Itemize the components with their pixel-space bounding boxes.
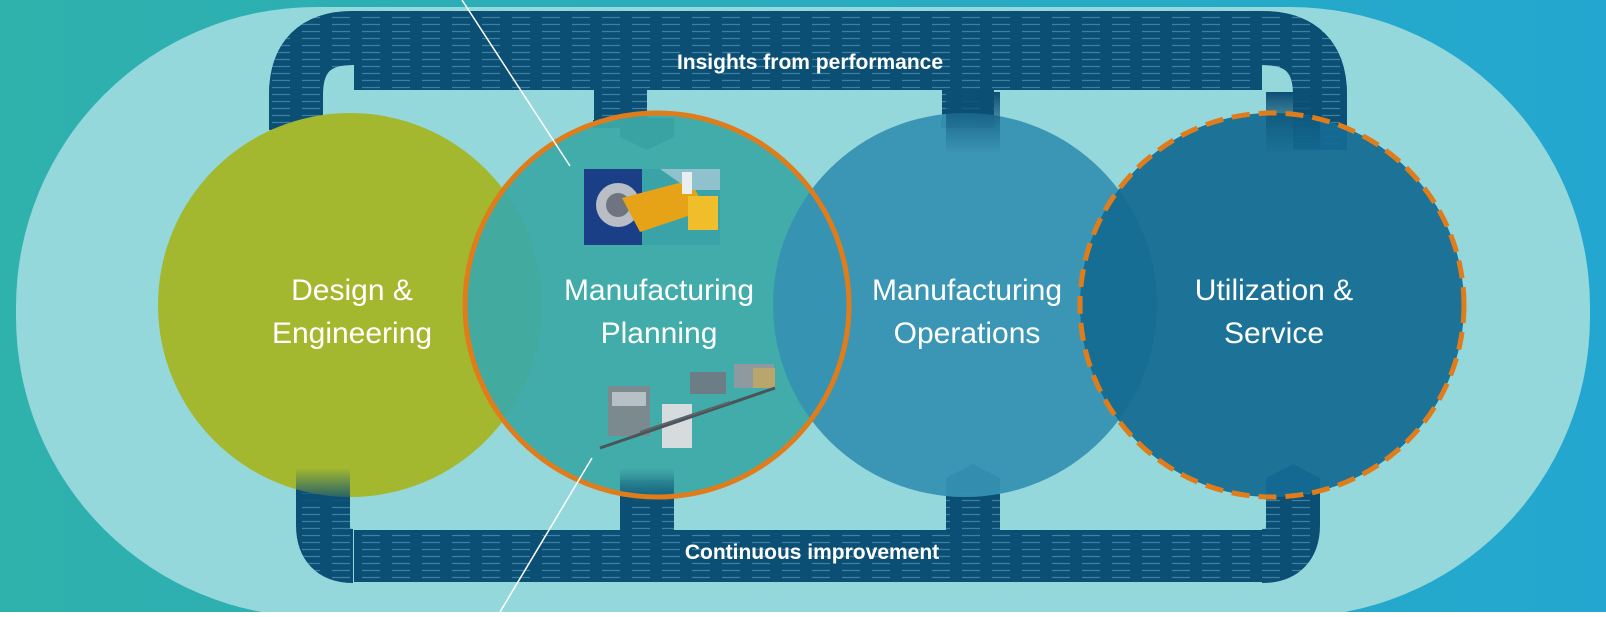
band-fade xyxy=(1266,92,1320,154)
stage-circle-operations xyxy=(773,113,1157,497)
operations-label-line2: Operations xyxy=(894,317,1041,350)
callout-line-top xyxy=(461,0,571,167)
operations-label-line1: Manufacturing xyxy=(872,274,1062,307)
stage-circle-design xyxy=(158,113,542,497)
design-label-line2: Engineering xyxy=(272,317,432,350)
planning-highlight-border xyxy=(462,110,852,500)
service-label-line1: Utilization & xyxy=(1195,274,1353,307)
robot-arm-icon xyxy=(584,169,720,245)
planning-label-line2: Planning xyxy=(601,317,718,350)
stage-circle-planning xyxy=(465,113,849,497)
band-fade xyxy=(296,468,350,504)
stage-circle-service xyxy=(1080,113,1464,497)
bottom-loop-label: Continuous improvement xyxy=(685,541,939,564)
service-dashed-border xyxy=(1077,110,1467,500)
callout-line-bottom xyxy=(499,457,593,613)
band-fade xyxy=(946,92,1000,154)
top-loop-label: Insights from performance xyxy=(677,51,943,74)
planning-label-line1: Manufacturing xyxy=(564,274,754,307)
production-line-icon xyxy=(599,364,776,450)
service-label-line2: Service xyxy=(1224,317,1324,350)
design-label-line1: Design & xyxy=(291,274,413,307)
